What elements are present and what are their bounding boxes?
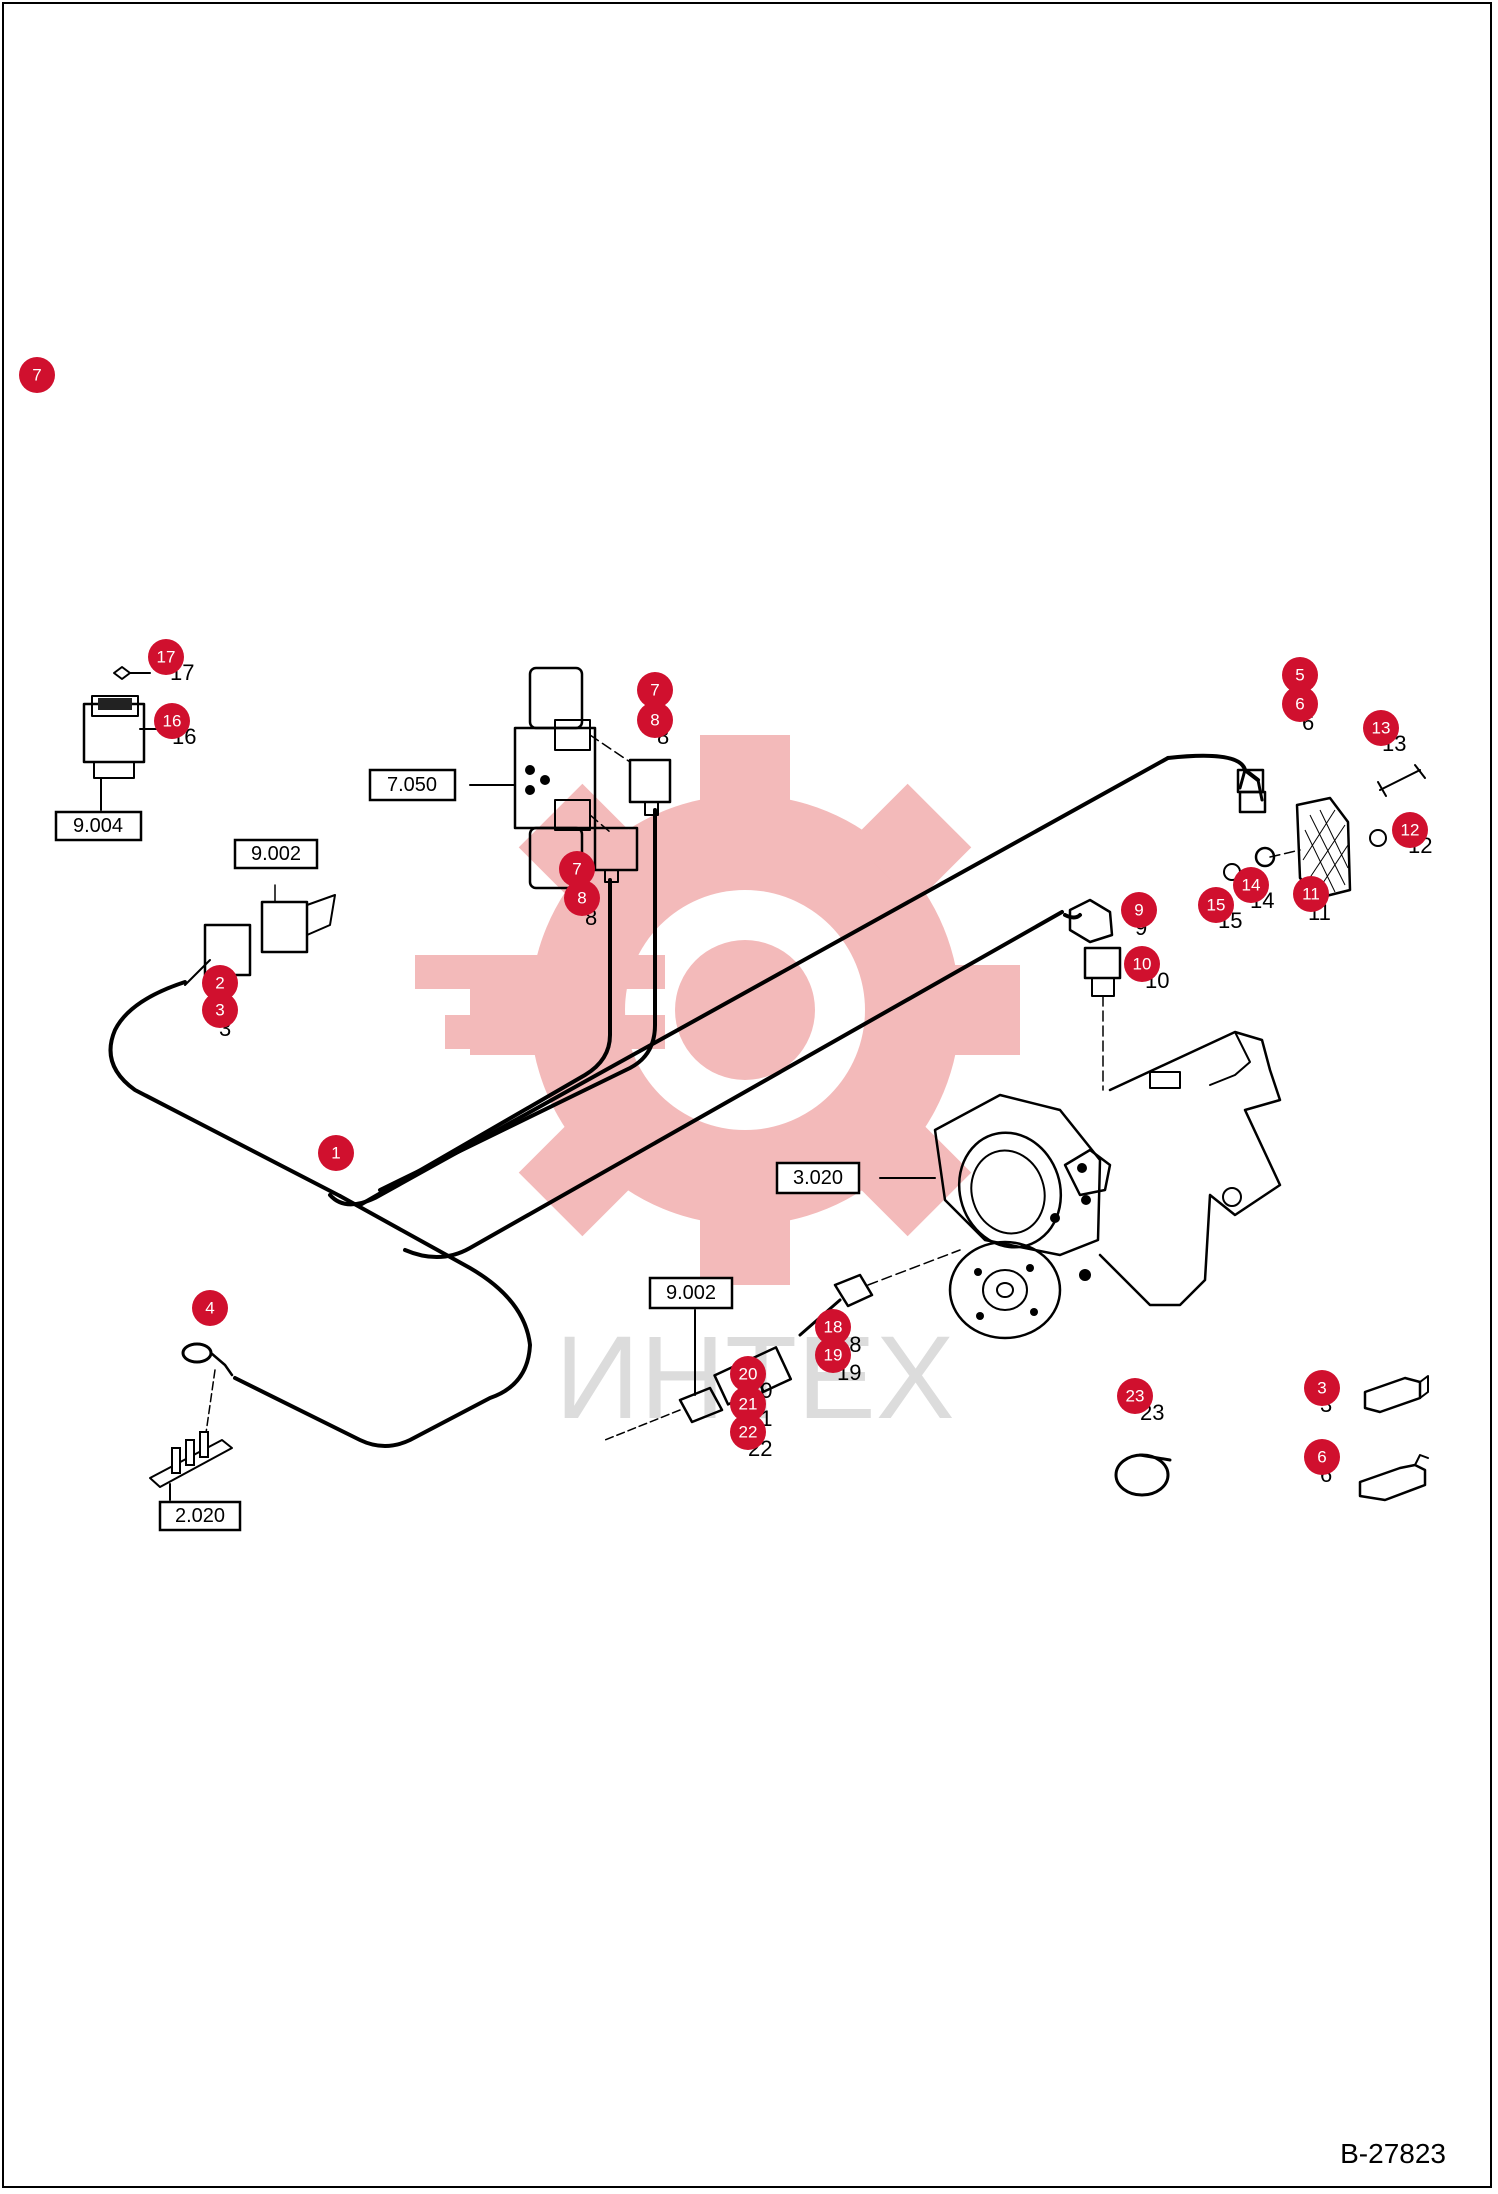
flat-terminal-6 xyxy=(1358,1454,1429,1502)
cable-tie xyxy=(1114,1453,1172,1497)
svg-text:20: 20 xyxy=(739,1365,758,1384)
badge-7-valve-top[interactable]: 7 xyxy=(637,672,673,708)
badge-22[interactable]: 22 xyxy=(730,1414,766,1450)
ref-box-9-002-top[interactable]: 9.002 xyxy=(233,838,319,870)
svg-text:10: 10 xyxy=(1133,955,1152,974)
svg-text:7.050: 7.050 xyxy=(387,774,437,796)
svg-text:14: 14 xyxy=(1242,876,1261,895)
svg-text:8: 8 xyxy=(650,711,659,730)
svg-text:7: 7 xyxy=(32,366,41,385)
svg-text:8: 8 xyxy=(577,889,586,908)
reference-boxes: 9.004 9.002 7.050 3.020 9.002 2.020 xyxy=(54,768,861,1532)
svg-text:6: 6 xyxy=(1317,1448,1326,1467)
badge-8-valve-top[interactable]: 8 xyxy=(637,702,673,738)
svg-text:3: 3 xyxy=(215,1001,224,1020)
svg-text:7: 7 xyxy=(572,860,581,879)
svg-text:3.020: 3.020 xyxy=(793,1167,843,1189)
svg-text:12: 12 xyxy=(1401,821,1420,840)
badge-8-valve-bottom[interactable]: 8 xyxy=(564,880,600,916)
svg-text:17: 17 xyxy=(157,648,176,667)
wiring-harness xyxy=(108,753,1264,1448)
svg-text:3: 3 xyxy=(1317,1379,1326,1398)
flat-terminal-3 xyxy=(1363,1375,1429,1414)
svg-text:18: 18 xyxy=(824,1318,843,1337)
ref-box-9-002-bottom[interactable]: 9.002 xyxy=(648,1276,734,1310)
svg-text:16: 16 xyxy=(163,712,182,731)
badges: 7 17 16 7 8 7 8 2 3 5 6 13 12 14 15 11 9… xyxy=(19,357,1428,1475)
badge-9[interactable]: 9 xyxy=(1121,892,1157,928)
rocker-switch xyxy=(82,666,166,811)
badge-5[interactable]: 5 xyxy=(1282,657,1318,693)
badge-14[interactable]: 14 xyxy=(1233,867,1269,903)
ref-box-7-050[interactable]: 7.050 xyxy=(368,768,457,802)
svg-text:9: 9 xyxy=(1134,901,1143,920)
svg-text:9.004: 9.004 xyxy=(73,815,123,837)
badge-18[interactable]: 18 xyxy=(815,1309,851,1345)
ref-box-2-020[interactable]: 2.020 xyxy=(158,1500,242,1532)
badge-12[interactable]: 12 xyxy=(1392,812,1428,848)
svg-text:9.002: 9.002 xyxy=(666,1282,716,1304)
badge-21[interactable]: 21 xyxy=(730,1386,766,1422)
ref-box-9-004[interactable]: 9.004 xyxy=(54,810,143,842)
badge-19[interactable]: 19 xyxy=(815,1337,851,1373)
badge-7-corner[interactable]: 7 xyxy=(19,357,55,393)
svg-text:23: 23 xyxy=(1126,1387,1145,1406)
svg-text:5: 5 xyxy=(1295,666,1304,685)
svg-text:4: 4 xyxy=(205,1299,214,1318)
gearbox-assembly xyxy=(879,1030,1282,1340)
svg-text:6: 6 xyxy=(1295,695,1304,714)
pressure-switch-assembly xyxy=(1223,764,1426,900)
svg-text:21: 21 xyxy=(739,1395,758,1414)
badge-11[interactable]: 11 xyxy=(1293,876,1329,912)
badge-10[interactable]: 10 xyxy=(1124,946,1160,982)
badge-16[interactable]: 16 xyxy=(154,703,190,739)
badge-13[interactable]: 13 xyxy=(1363,710,1399,746)
svg-text:1: 1 xyxy=(331,1144,340,1163)
svg-text:13: 13 xyxy=(1372,719,1391,738)
watermark-gear-icon xyxy=(415,735,1020,1285)
badge-3[interactable]: 3 xyxy=(202,992,238,1028)
svg-text:22: 22 xyxy=(739,1423,758,1442)
badge-6-terminal[interactable]: 6 xyxy=(1304,1439,1340,1475)
svg-text:7: 7 xyxy=(650,681,659,700)
ground-strap xyxy=(149,1342,234,1501)
badge-1[interactable]: 1 xyxy=(318,1135,354,1171)
badge-17[interactable]: 17 xyxy=(148,639,184,675)
ref-box-3-020[interactable]: 3.020 xyxy=(775,1161,861,1195)
badge-3-terminal[interactable]: 3 xyxy=(1304,1370,1340,1406)
svg-text:2.020: 2.020 xyxy=(175,1505,225,1527)
badge-15[interactable]: 15 xyxy=(1198,887,1234,923)
svg-text:15: 15 xyxy=(1207,896,1226,915)
connector-block-top xyxy=(184,884,336,986)
svg-text:11: 11 xyxy=(1302,885,1320,904)
badge-6[interactable]: 6 xyxy=(1282,686,1318,722)
watermark: ИНТЕХ xyxy=(415,735,1020,1444)
pressure-sensor xyxy=(1068,898,1122,1091)
badge-2[interactable]: 2 xyxy=(202,965,238,1001)
badge-23[interactable]: 23 xyxy=(1117,1378,1153,1414)
badge-4[interactable]: 4 xyxy=(192,1290,228,1326)
svg-text:2: 2 xyxy=(215,974,224,993)
badge-7-valve-bottom[interactable]: 7 xyxy=(559,851,595,887)
svg-text:9.002: 9.002 xyxy=(251,843,301,865)
badge-20[interactable]: 20 xyxy=(730,1356,766,1392)
svg-text:19: 19 xyxy=(824,1346,843,1365)
drawing-number: B-27823 xyxy=(1340,2138,1446,2169)
